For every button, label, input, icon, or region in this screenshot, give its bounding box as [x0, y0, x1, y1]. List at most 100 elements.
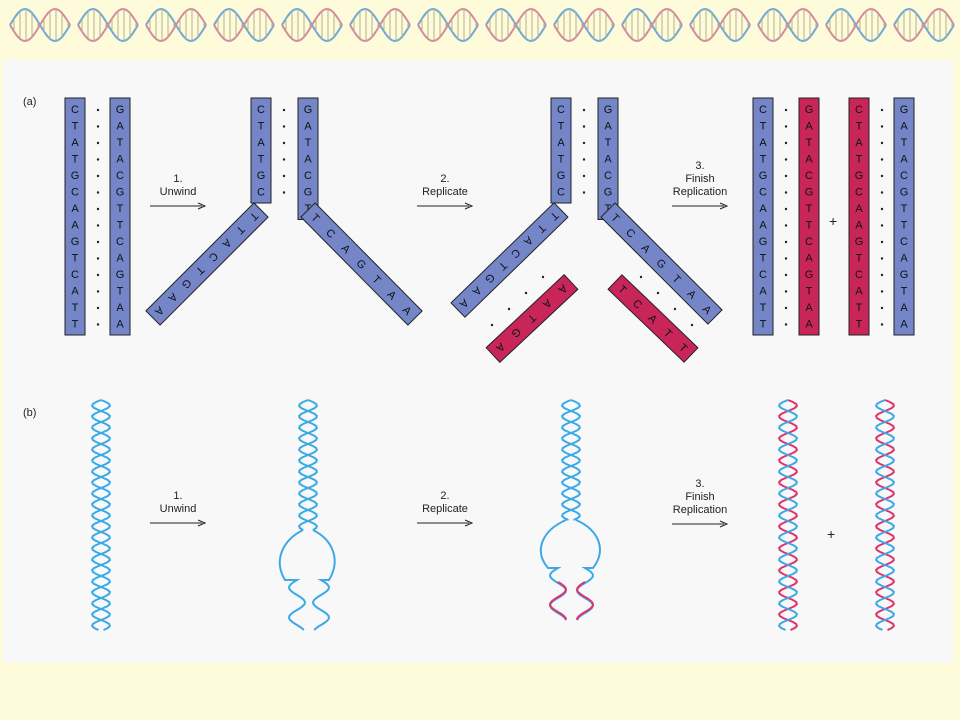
pair-dot: [96, 158, 100, 161]
base-letter: A: [116, 302, 124, 314]
base-letter: T: [117, 203, 124, 215]
base-letter: C: [304, 170, 312, 182]
step-1-number: 1.: [173, 173, 183, 185]
base-letter: A: [855, 203, 863, 215]
base-letter: G: [71, 170, 80, 182]
base-letter: T: [901, 286, 908, 298]
daughter2-new-strand-bar: [848, 97, 870, 336]
base-letter: T: [760, 121, 767, 133]
pair-dot: [784, 290, 788, 293]
pair-dot: [880, 273, 884, 277]
base-letter: T: [760, 154, 767, 166]
step-finish-b: 3. Finish Replication: [655, 478, 745, 528]
base-letter: G: [855, 236, 864, 248]
base-letter: C: [759, 104, 767, 116]
base-letter: C: [116, 170, 124, 182]
base-letter: A: [71, 137, 79, 149]
base-letter: G: [855, 170, 864, 182]
base-letter: A: [604, 154, 612, 166]
base-letter: C: [71, 104, 79, 116]
base-letter: G: [116, 269, 125, 281]
base-letter: T: [806, 203, 813, 215]
step-1-label: Unwind: [159, 503, 197, 515]
pair-dot: [784, 141, 788, 145]
replicating-left-upper-bar: [550, 97, 572, 204]
base-letter: A: [805, 154, 813, 166]
base-letter: A: [805, 302, 813, 314]
base-letter: A: [304, 154, 312, 166]
base-letter: A: [759, 286, 767, 298]
banner-helix-strand: [689, 8, 751, 42]
original-right-strand-bar: [109, 97, 131, 336]
daughter2-old-strand-bar: [893, 97, 915, 336]
pair-dot: [582, 191, 586, 194]
base-letter: G: [257, 170, 266, 182]
pair-dot: [639, 275, 643, 279]
base-letter: G: [116, 104, 125, 116]
base-letter: T: [305, 137, 312, 149]
pair-dot: [96, 108, 100, 112]
base-letter: C: [759, 269, 767, 281]
base-letter: T: [72, 121, 79, 133]
base-letter: G: [604, 104, 613, 116]
base-letter: G: [900, 104, 909, 116]
pair-dot: [282, 125, 286, 128]
step-finish-a: 3. Finish Replication: [655, 160, 745, 210]
pair-dot: [507, 307, 511, 311]
step-3-number: 3.: [695, 160, 705, 172]
pair-dot: [582, 141, 586, 145]
unwound-left-arm-bar: [145, 202, 269, 326]
right-arrow-icon: [150, 519, 206, 527]
base-letter: A: [116, 319, 124, 331]
base-letter: T: [901, 220, 908, 232]
base-letter: A: [557, 137, 565, 149]
step-3-label: Finish Replication: [672, 491, 728, 516]
base-letter: G: [304, 104, 313, 116]
base-letter: T: [72, 302, 79, 314]
base-letter: T: [806, 137, 813, 149]
base-letter: A: [759, 220, 767, 232]
pair-dot: [880, 240, 884, 244]
pair-dot: [784, 323, 788, 326]
base-letter: C: [805, 170, 813, 182]
pair-dot: [880, 290, 884, 293]
base-letter: T: [760, 302, 767, 314]
base-letter: T: [305, 203, 312, 215]
pair-dot: [282, 174, 286, 178]
base-letter: T: [901, 203, 908, 215]
daughter-helix-1-strand-2: [777, 399, 799, 631]
base-letter: T: [72, 319, 79, 331]
base-letter: A: [805, 319, 813, 331]
base-letter: G: [805, 104, 814, 116]
pair-dot: [784, 191, 788, 194]
base-letter: A: [71, 220, 79, 232]
step-1-label: Unwind: [159, 186, 197, 198]
base-letter: A: [759, 203, 767, 215]
pair-dot: [880, 224, 884, 227]
base-letter: T: [605, 137, 612, 149]
base-letter: C: [257, 104, 265, 116]
plus-sign-b: +: [827, 526, 836, 542]
banner-helix-strand: [621, 8, 683, 42]
base-letter: T: [856, 121, 863, 133]
base-letter: T: [760, 253, 767, 265]
pair-dot: [282, 191, 286, 194]
pair-dot: [582, 108, 586, 112]
pair-dot: [784, 240, 788, 244]
pair-dot: [784, 158, 788, 161]
pair-dot: [880, 306, 884, 310]
base-letter: C: [257, 187, 265, 199]
banner-helix-strand: [417, 8, 479, 42]
pair-dot: [880, 108, 884, 112]
base-letter: T: [72, 253, 79, 265]
pair-dot: [541, 275, 545, 279]
panel-a-label: (a): [23, 96, 37, 108]
step-2-label: Replicate: [422, 186, 468, 198]
